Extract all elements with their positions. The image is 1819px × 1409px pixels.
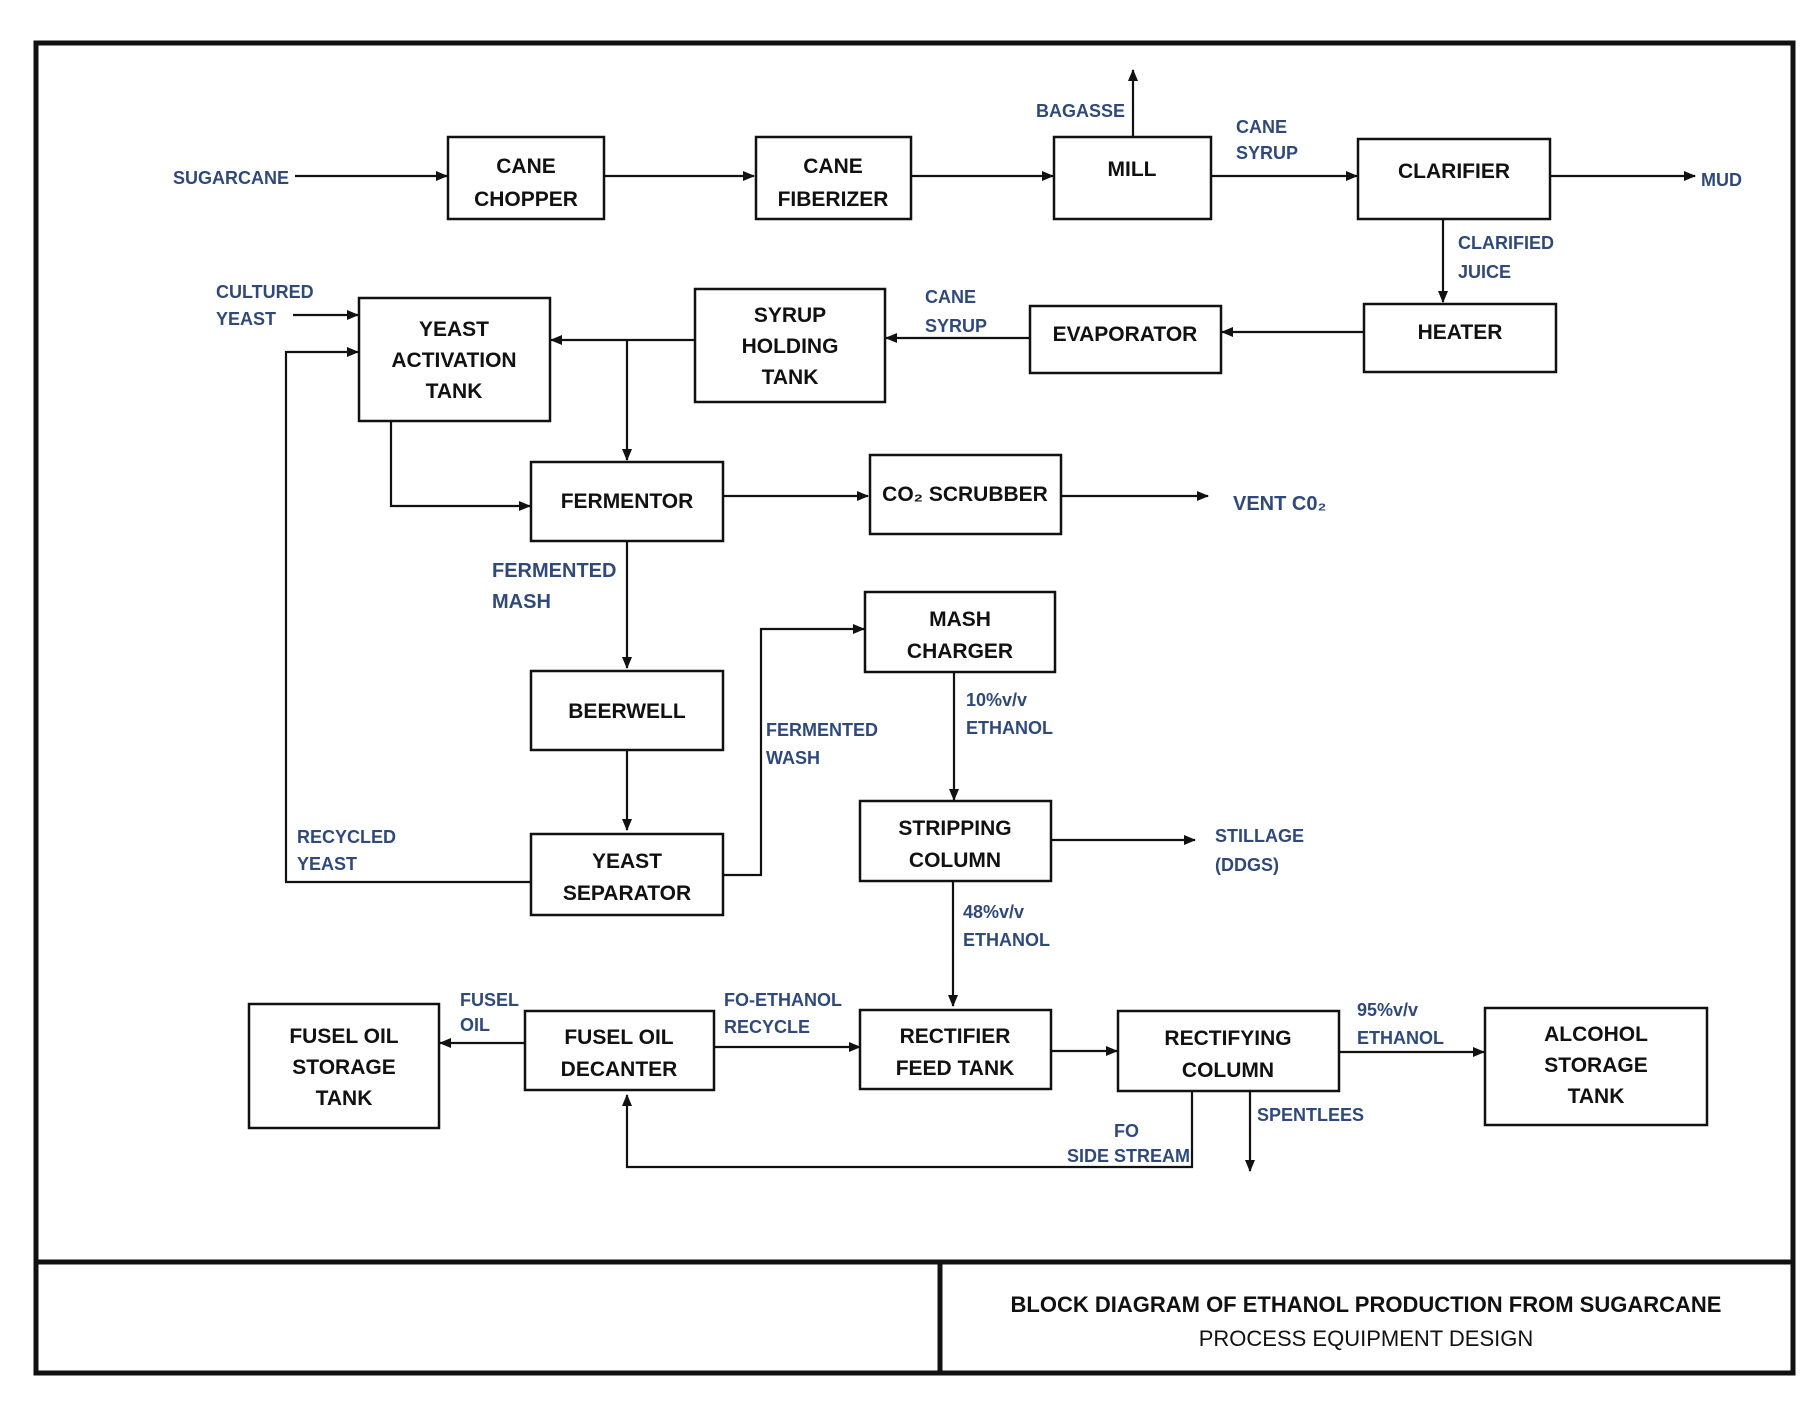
label-line: HOLDING	[742, 335, 839, 358]
flow-lines	[284, 69, 1696, 1172]
label-line: STORAGE	[292, 1056, 395, 1079]
line-yeast-tank-fermentor	[389, 421, 531, 511]
line-recycled-yeast	[284, 347, 531, 884]
label-line: ACTIVATION	[391, 349, 516, 372]
label-line: MASH	[929, 608, 991, 631]
label-line: STORAGE	[1544, 1054, 1647, 1077]
label-line: MILL	[1108, 158, 1157, 181]
stream-spentlees: SPENTLEES	[1257, 1105, 1364, 1125]
drawing-frame	[33, 40, 1796, 1376]
line-separator-mash-charger	[723, 624, 865, 877]
stream-fusel-oil: FUSEL	[460, 990, 519, 1010]
label-line: EVAPORATOR	[1053, 323, 1198, 346]
equipment-alcohol-storage-tank: ALCOHOL STORAGE TANK	[1483, 1006, 1709, 1127]
stream-fermented-mash: FERMENTED	[492, 560, 616, 582]
label-line: FEED TANK	[896, 1057, 1015, 1080]
label-line: TANK	[316, 1087, 373, 1110]
equipment-fusel-oil-decanter: FUSEL OIL DECANTER	[523, 1009, 716, 1092]
equipment-cane-chopper: CANE CHOPPER	[446, 135, 606, 221]
stream-ethanol-10: ETHANOL	[966, 718, 1053, 738]
equipment-yeast-separator: YEAST SEPARATOR	[529, 832, 725, 917]
equipment-fermentor: FERMENTOR	[529, 460, 725, 543]
equipment-clarifier: CLARIFIER	[1356, 137, 1552, 221]
equipment-stripping-column: STRIPPING COLUMN	[858, 799, 1053, 883]
label-line: TANK	[426, 380, 483, 403]
label-line: FIBERIZER	[778, 188, 889, 211]
label-line: FUSEL OIL	[289, 1025, 398, 1048]
stream-cane-syrup-1: CANE	[1236, 117, 1287, 137]
equipment-yeast-activation-tank: YEAST ACTIVATION TANK	[357, 296, 552, 423]
label-line: CHARGER	[907, 640, 1013, 663]
label-line: TANK	[1568, 1085, 1625, 1108]
label-line: BEERWELL	[568, 700, 686, 723]
label-line: HEATER	[1418, 321, 1503, 344]
stream-ethanol-48: 48%v/v	[963, 902, 1024, 922]
stream-fermented-wash: WASH	[766, 748, 820, 768]
stream-stillage: (DDGS)	[1215, 855, 1279, 875]
stream-labels: SUGARCANE BAGASSE CANE SYRUP MUD CLARIFI…	[173, 101, 1742, 1166]
label-line: SYRUP	[754, 304, 826, 327]
stream-fo-side-stream: FO	[1114, 1121, 1139, 1141]
equipment-evaporator: EVAPORATOR	[1028, 304, 1223, 375]
stream-cane-syrup-2: SYRUP	[925, 316, 987, 336]
stream-mud: MUD	[1701, 170, 1742, 190]
stream-fusel-oil: OIL	[460, 1015, 490, 1035]
label-line: COLUMN	[909, 849, 1001, 872]
label-line: FERMENTOR	[561, 490, 694, 513]
stream-fermented-mash: MASH	[492, 591, 551, 613]
stream-fermented-wash: FERMENTED	[766, 720, 878, 740]
stream-cultured-yeast: CULTURED	[216, 282, 314, 302]
stream-ethanol-95: ETHANOL	[1357, 1028, 1444, 1048]
equipment-syrup-holding-tank: SYRUP HOLDING TANK	[693, 287, 887, 404]
stream-clarified-juice: JUICE	[1458, 262, 1511, 282]
stream-ethanol-10: 10%v/v	[966, 690, 1027, 710]
stream-fo-ethanol-recycle: FO-ETHANOL	[724, 990, 842, 1010]
label-line: COLUMN	[1182, 1059, 1274, 1082]
equipment-rectifying-column: RECTIFYING COLUMN	[1116, 1009, 1341, 1093]
label-line: YEAST	[592, 850, 662, 873]
stream-fo-side-stream: SIDE STREAM	[1067, 1146, 1190, 1166]
equipment-mash-charger: MASH CHARGER	[863, 590, 1057, 674]
label-line: CO₂ SCRUBBER	[882, 483, 1048, 506]
label-line: CLARIFIER	[1398, 160, 1510, 183]
stream-ethanol-48: ETHANOL	[963, 930, 1050, 950]
label-line: STRIPPING	[898, 817, 1011, 840]
equipment-rectifier-feed-tank: RECTIFIER FEED TANK	[858, 1008, 1053, 1091]
label-line: RECTIFIER	[900, 1025, 1011, 1048]
stream-recycled-yeast: YEAST	[297, 854, 357, 874]
label-line: RECTIFYING	[1164, 1027, 1291, 1050]
equipment-heater: HEATER	[1362, 302, 1558, 374]
equipment-beerwell: BEERWELL	[529, 669, 725, 752]
equipment-cane-fiberizer: CANE FIBERIZER	[754, 135, 913, 221]
label-line: DECANTER	[561, 1058, 678, 1081]
label-line: TANK	[762, 366, 819, 389]
stream-vent-co2: VENT C0₂	[1233, 493, 1326, 515]
stream-cane-syrup-1: SYRUP	[1236, 143, 1298, 163]
label-line: SEPARATOR	[563, 882, 691, 905]
stream-fo-ethanol-recycle: RECYCLE	[724, 1017, 810, 1037]
stream-stillage: STILLAGE	[1215, 826, 1304, 846]
equipment-fusel-oil-storage-tank: FUSEL OIL STORAGE TANK	[247, 1002, 441, 1130]
label-line: ALCOHOL	[1544, 1023, 1648, 1046]
stream-recycled-yeast: RECYCLED	[297, 827, 396, 847]
label-line: CANE	[803, 155, 863, 178]
diagram-subtitle: PROCESS EQUIPMENT DESIGN	[1199, 1326, 1534, 1351]
label-line: YEAST	[419, 318, 489, 341]
label-line: CANE	[496, 155, 556, 178]
label-line: FUSEL OIL	[564, 1026, 673, 1049]
diagram-title: BLOCK DIAGRAM OF ETHANOL PRODUCTION FROM…	[1011, 1292, 1722, 1317]
equipment-mill: MILL	[1052, 135, 1213, 221]
stream-sugarcane: SUGARCANE	[173, 168, 289, 188]
line-fo-side-stream	[622, 1091, 1194, 1169]
stream-cane-syrup-2: CANE	[925, 287, 976, 307]
equipment-co2-scrubber: CO₂ SCRUBBER	[868, 453, 1063, 536]
label-line: CHOPPER	[474, 188, 578, 211]
stream-cultured-yeast: YEAST	[216, 309, 276, 329]
stream-ethanol-95: 95%v/v	[1357, 1000, 1418, 1020]
stream-clarified-juice: CLARIFIED	[1458, 233, 1554, 253]
stream-bagasse: BAGASSE	[1036, 101, 1125, 121]
